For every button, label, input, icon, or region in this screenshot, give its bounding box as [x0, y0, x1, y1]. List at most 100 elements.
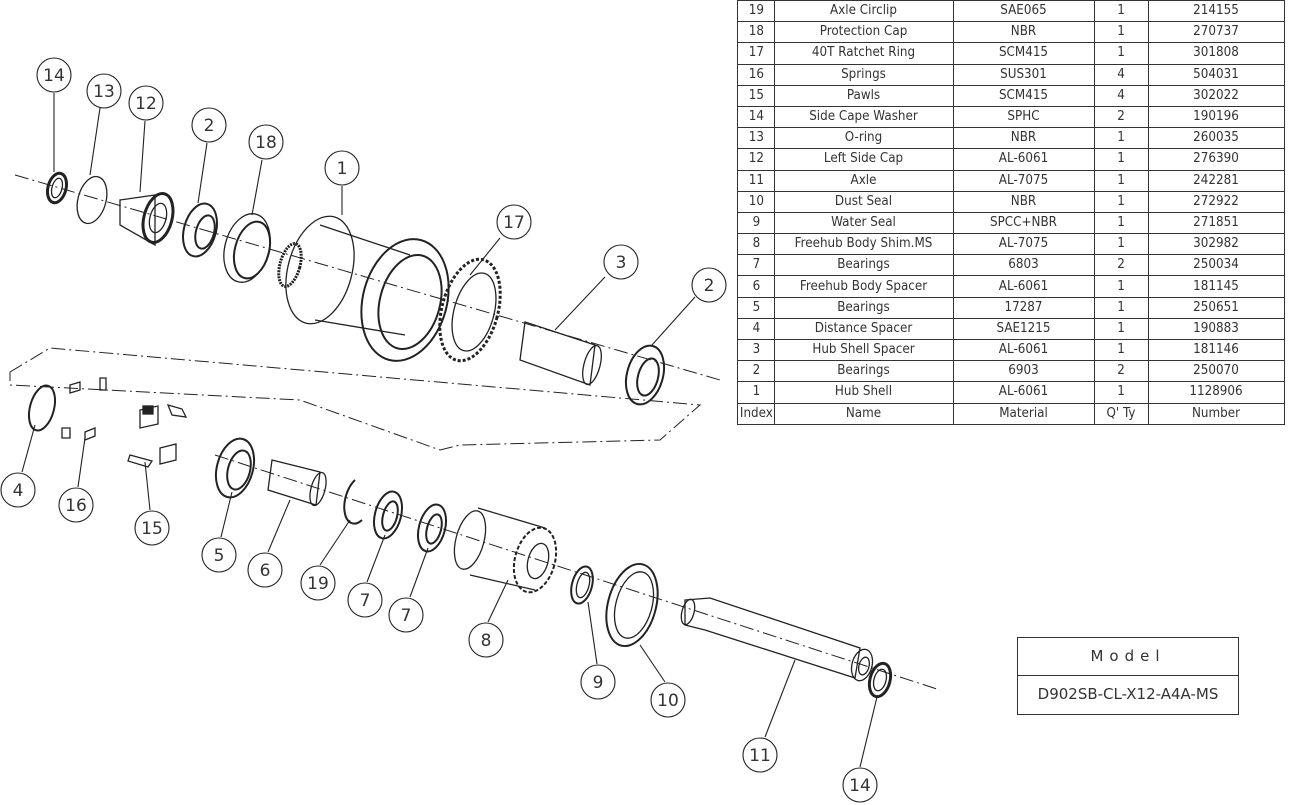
part-2-bearing-left [182, 202, 218, 258]
balloon-circle [248, 124, 284, 160]
cell-qty: 1 [1095, 275, 1147, 298]
part-11-axle [680, 597, 874, 682]
balloon-circle [191, 107, 227, 143]
cell-qty: 1 [1095, 317, 1147, 341]
part-13-o-ring [76, 175, 108, 225]
cell-name: Distance Spacer [780, 317, 947, 341]
balloon-number: 12 [135, 94, 157, 114]
balloon-circle [0, 472, 36, 508]
part-14-washer-right [867, 661, 893, 699]
cell-number: 271851 [1153, 211, 1280, 235]
cell-qty: 2 [1095, 105, 1147, 129]
cell-material: SAE065 [958, 0, 1090, 23]
cell-index: 12 [738, 148, 774, 171]
balloon-15: 15 [134, 510, 170, 546]
cell-name: Name [780, 402, 947, 425]
part-8-freehub-body [453, 507, 558, 594]
balloon-circle [36, 57, 72, 93]
cell-index: Index [738, 402, 774, 425]
model-label: Model [1018, 638, 1238, 676]
balloon-number: 13 [93, 82, 115, 102]
part-3-hub-shell-spacer [519, 321, 602, 386]
cell-qty: 1 [1095, 148, 1147, 171]
cell-material: SAE1215 [958, 317, 1090, 341]
cell-qty: 4 [1095, 63, 1147, 86]
cell-name: 40T Ratchet Ring [780, 42, 947, 65]
balloon-16: 16 [58, 487, 94, 523]
cell-material: SCM415 [958, 84, 1090, 107]
part-14-washer-left [45, 171, 69, 205]
cell-name: O-ring [780, 127, 947, 150]
cell-name: Axle Circlip [780, 0, 947, 23]
balloon-12: 12 [128, 85, 164, 121]
balloon-number: 2 [204, 116, 215, 136]
cell-number: 270737 [1153, 21, 1280, 44]
balloon-13: 13 [86, 73, 122, 109]
cell-material: AL-6061 [958, 275, 1090, 298]
balloon-circle [247, 552, 283, 588]
cell-qty: 2 [1095, 254, 1147, 277]
balloon-number: 18 [255, 133, 277, 153]
cell-material: SPHC [958, 105, 1090, 129]
cell-number: 190883 [1153, 317, 1280, 341]
cell-index: 8 [738, 233, 774, 256]
balloon-number: 2 [704, 276, 715, 296]
cell-name: Hub Shell Spacer [780, 338, 947, 362]
balloon-2: 2 [191, 107, 227, 143]
cell-number: 504031 [1153, 63, 1280, 86]
balloon-number: 19 [307, 574, 329, 594]
cell-number: 276390 [1153, 148, 1280, 171]
balloon-circle [496, 204, 532, 240]
cell-qty: 1 [1095, 381, 1147, 404]
part-6-freehub-body-spacer [267, 459, 327, 507]
cell-name: Bearings [780, 254, 947, 277]
cell-number: 181145 [1153, 275, 1280, 298]
balloon-number: 14 [849, 776, 871, 796]
cell-name: Dust Seal [780, 190, 947, 213]
cell-qty: 1 [1095, 211, 1147, 235]
balloon-circle [650, 682, 686, 718]
balloon-number: 11 [749, 746, 771, 766]
cell-index: 10 [738, 190, 774, 213]
cell-name: Left Side Cap [780, 148, 947, 171]
balloon-14: 14 [842, 767, 878, 803]
cell-index: 2 [738, 360, 774, 383]
cell-name: Axle [780, 169, 947, 192]
balloon-number: 16 [65, 496, 87, 516]
balloon-number: 6 [260, 561, 271, 581]
cell-qty: 1 [1095, 0, 1147, 23]
cell-number: 1128906 [1153, 381, 1280, 404]
cell-qty: 1 [1095, 296, 1147, 319]
balloon-11: 11 [742, 737, 778, 773]
model-box: Model D902SB-CL-X12-A4A-MS [1017, 637, 1239, 715]
cell-name: Pawls [780, 84, 947, 107]
balloon-8: 8 [468, 622, 504, 658]
cell-number: 242281 [1153, 169, 1280, 192]
part-7-bearing-a [372, 490, 404, 540]
balloon-3: 3 [603, 244, 639, 280]
cell-qty: 1 [1095, 338, 1147, 362]
model-value: D902SB-CL-X12-A4A-MS [1037, 685, 1219, 703]
balloon-circle [580, 664, 616, 700]
cell-index: 1 [738, 381, 774, 404]
balloon-1: 1 [324, 150, 360, 186]
balloon-number: 4 [13, 481, 24, 501]
balloon-circle [324, 150, 360, 186]
cell-index: 17 [738, 42, 774, 65]
cell-qty: 1 [1095, 190, 1147, 213]
balloon-number: 15 [141, 519, 163, 539]
cell-qty: 1 [1095, 127, 1147, 150]
cell-index: 4 [738, 317, 774, 341]
balloon-circle [468, 622, 504, 658]
